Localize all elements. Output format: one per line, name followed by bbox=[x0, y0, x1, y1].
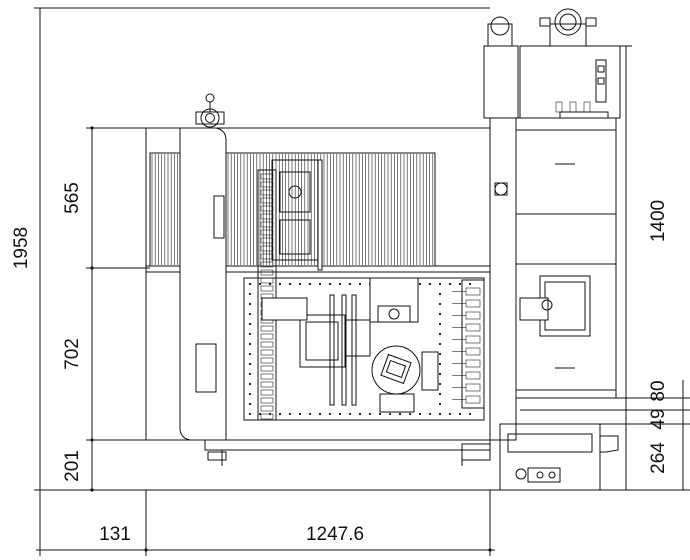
valve-stack bbox=[452, 287, 481, 404]
dim-lower-section: 201 bbox=[62, 450, 83, 482]
dim-left-offset: 131 bbox=[99, 524, 131, 545]
dim-main-width: 1247.6 bbox=[306, 524, 364, 545]
dim-right-panel: 264 bbox=[648, 442, 669, 474]
cable-chain bbox=[260, 173, 274, 420]
dim-right-gap-1: 80 bbox=[648, 380, 669, 401]
control-panel bbox=[499, 423, 619, 491]
dim-upper-section: 565 bbox=[62, 182, 83, 214]
right-cabinet bbox=[483, 8, 621, 441]
dim-middle-section: 702 bbox=[62, 338, 83, 370]
dim-right-gap-2: 49 bbox=[648, 408, 669, 429]
machine-body bbox=[145, 93, 491, 466]
dimension-lines bbox=[34, 7, 690, 556]
dimension-labels: 1958 565 702 201 1400 80 49 264 131 1247… bbox=[11, 182, 669, 545]
dim-right-cabinet: 1400 bbox=[648, 200, 669, 242]
top-valve-row bbox=[555, 101, 591, 113]
dim-total-height: 1958 bbox=[11, 227, 32, 269]
